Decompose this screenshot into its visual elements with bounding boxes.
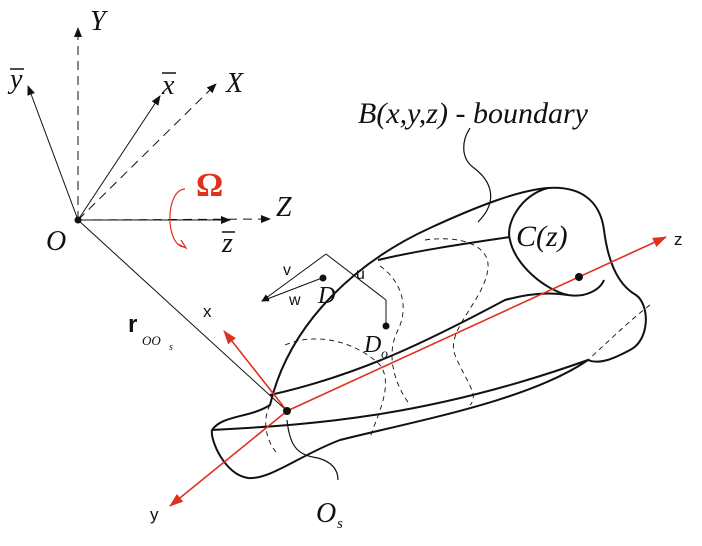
- local-uvw-frame: [261, 253, 387, 326]
- label-X: X: [225, 68, 244, 99]
- r-vector: [77, 219, 288, 412]
- point-section-center: [575, 273, 583, 281]
- label-Y: Y: [90, 6, 109, 37]
- label-omega: Ω: [196, 167, 223, 204]
- label-Z: Z: [276, 192, 292, 223]
- label-w: w: [288, 292, 301, 309]
- Os-pointer: [286, 419, 339, 481]
- boundary-pointer: [463, 127, 492, 223]
- label-zbar: z: [221, 228, 233, 259]
- label-boundary: B(x,y,z) - boundary: [358, 97, 589, 130]
- cross-section-contour: [508, 187, 605, 297]
- label-xbar: x: [161, 70, 175, 101]
- body-inner-ridge: [377, 236, 511, 261]
- label-v: v: [283, 262, 291, 279]
- body-outline: [210, 186, 647, 480]
- body-shape: [210, 127, 647, 480]
- label-Do: D: [363, 332, 381, 358]
- w-arrow: [261, 277, 323, 302]
- label-y-body: y: [150, 505, 159, 524]
- point-Os: [283, 407, 291, 415]
- ybar-axis: [27, 85, 79, 221]
- label-x-body: x: [203, 302, 212, 321]
- label-Os: O: [316, 498, 336, 529]
- inertial-frame: [74, 27, 271, 224]
- label-r: r: [128, 311, 137, 338]
- u-line2: [325, 253, 387, 301]
- hidden-sections: [265, 238, 651, 453]
- label-u: u: [356, 266, 365, 283]
- body-lower-edge: [211, 359, 589, 431]
- xbar-axis: [77, 95, 161, 221]
- v-arrow: [261, 253, 327, 302]
- label-r-sub: OO: [142, 333, 161, 348]
- omega-rotation-arrow: [169, 188, 188, 250]
- body-axes: [169, 236, 667, 507]
- label-Do-sub: o: [381, 347, 388, 362]
- z-body-axis: [286, 236, 667, 412]
- label-ybar: y: [7, 64, 23, 95]
- x-body-axis: [223, 330, 288, 412]
- label-D: D: [317, 283, 335, 309]
- label-contour: C(z): [516, 220, 568, 253]
- body-top-ridge: [269, 292, 569, 396]
- origin-point: [74, 216, 82, 224]
- point-D: [319, 274, 327, 282]
- label-z-body: z: [674, 230, 683, 249]
- label-Os-sub: s: [337, 516, 343, 532]
- rotating-frame: [27, 85, 288, 412]
- X-axis: [77, 83, 217, 221]
- label-r-sub2: s: [169, 342, 173, 353]
- y-body-axis: [169, 410, 288, 507]
- point-Do: [382, 322, 390, 330]
- label-O: O: [46, 226, 66, 257]
